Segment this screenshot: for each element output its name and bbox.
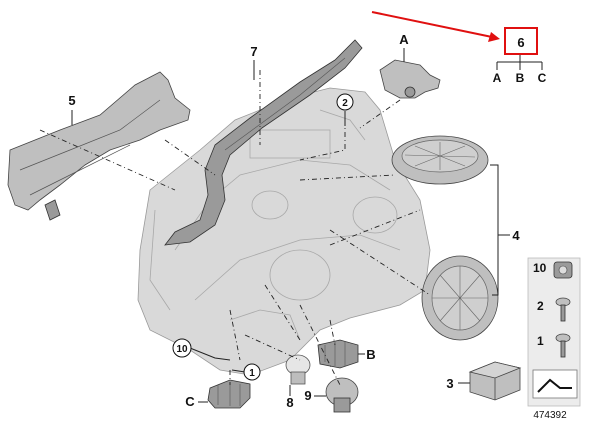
callout-C: C [185,394,195,409]
mount-C-part [207,379,251,409]
bulb-part [285,354,311,385]
svg-text:2: 2 [537,299,544,313]
callout-6-B: B [516,71,525,85]
assembly-lines [39,70,431,386]
svg-text:2: 2 [342,98,348,109]
callout-6: 6 [517,35,524,50]
bracket-part [7,71,191,221]
callout-4: 4 [512,228,520,243]
svg-text:1: 1 [537,334,544,348]
figure-number: 474392 [533,410,567,421]
kit-box-part [468,361,522,401]
callout-8: 8 [286,395,293,410]
svg-text:10: 10 [176,344,188,355]
callout-6-A: A [493,71,502,85]
callout-B: B [366,347,375,362]
callout-1-circled: 1 [243,363,261,381]
callout-2-circled: 2 [336,93,354,111]
callout-5: 5 [68,93,75,108]
mount-B-part [317,339,359,369]
housing-cover-part [164,39,363,246]
legend-item-2: 2 [537,297,571,322]
legend-item-10: 10 [533,261,573,279]
svg-text:10: 10 [533,261,547,275]
legend-panel: 10 2 1 [527,257,581,407]
highlight-box [504,27,538,55]
legend-item-1: 1 [537,333,571,358]
cover-cap-lower [421,255,499,341]
bulb-socket-part [325,377,359,413]
callout-3: 3 [446,376,453,391]
legend-item-rivet-tool [532,369,578,399]
leader-lines [71,48,543,403]
callout-A-top: A [399,32,409,47]
callout-7: 7 [250,44,257,59]
callout-9: 9 [304,388,311,403]
svg-text:1: 1 [249,368,255,379]
callout-6-C: C [538,71,547,85]
mount-A-part [379,59,441,99]
highlight-arrow [371,11,500,42]
cover-cap-upper [391,135,489,185]
callout-10-circled: 10 [172,338,192,358]
